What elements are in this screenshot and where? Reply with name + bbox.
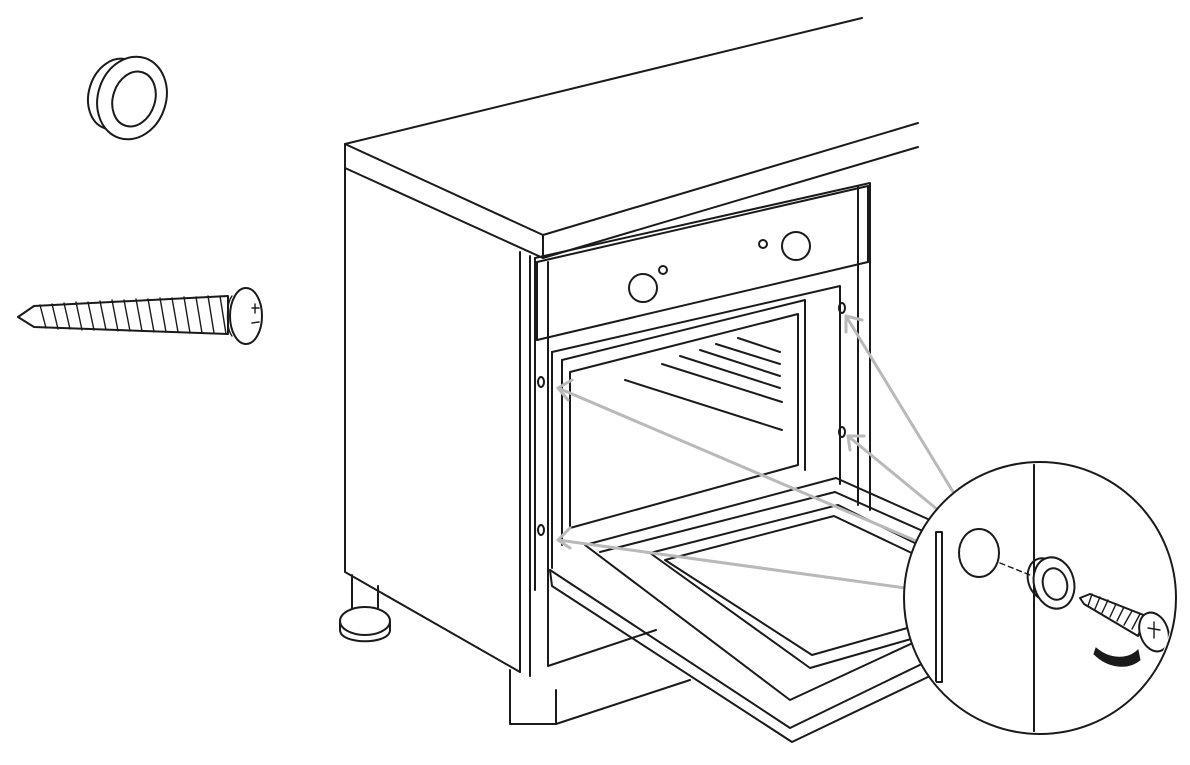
indicator-light-right xyxy=(758,239,768,249)
spacer-cap-icon xyxy=(87,55,168,141)
mounting-hole-detail xyxy=(958,528,1000,578)
wood-screw-icon xyxy=(17,287,263,345)
guide-arrows xyxy=(556,314,960,592)
control-knob-left xyxy=(628,273,658,303)
cabinet-foot xyxy=(339,606,391,636)
screw-thread xyxy=(39,295,227,335)
detail-callout xyxy=(903,461,1177,735)
arrow-to-bottom-right-hole xyxy=(846,434,940,512)
mounting-hole-bottom-left xyxy=(537,524,545,536)
spacer-cap-icon xyxy=(1026,556,1076,610)
oven-cavity xyxy=(551,285,841,569)
arrow-to-bottom-left-hole xyxy=(556,538,922,592)
mounting-hole-top-left xyxy=(537,376,545,388)
oven-frame-edge xyxy=(935,531,943,683)
worktop-front-edge xyxy=(344,122,919,236)
wood-screw-icon xyxy=(1079,593,1170,653)
built-in-oven xyxy=(534,182,931,743)
control-knob-right xyxy=(781,231,811,261)
arrow-to-top-left-hole xyxy=(556,386,930,548)
kitchen-cabinet xyxy=(339,17,919,725)
mounting-holes xyxy=(537,302,846,536)
cavity-vent-slots xyxy=(624,337,783,431)
indicator-light-left xyxy=(658,265,668,275)
control-panel xyxy=(536,185,869,341)
mounting-hole-bottom-right xyxy=(838,426,846,438)
rotation-arrow-icon xyxy=(1093,647,1141,667)
mounting-hole-top-right xyxy=(838,302,846,314)
arrow-to-top-right-hole xyxy=(844,314,960,502)
